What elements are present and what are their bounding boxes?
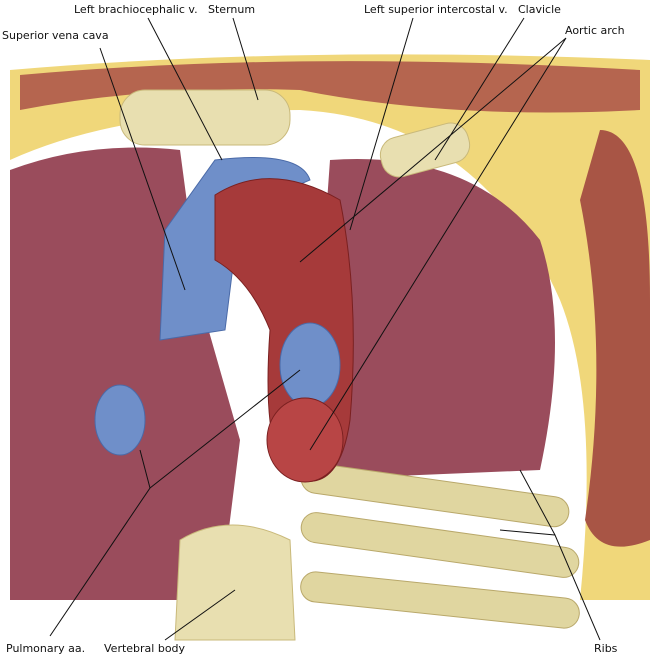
ribs-bones [300, 462, 580, 629]
label-superior-vena-cava: Superior vena cava [2, 29, 109, 42]
chest-muscle [20, 61, 640, 113]
label-left-superior-intercostal-v: Left superior intercostal v. [364, 3, 508, 16]
pulmonary-artery-right [94, 384, 146, 456]
label-left-brachiocephalic-v: Left brachiocephalic v. [74, 3, 198, 16]
label-ribs: Ribs [594, 642, 618, 655]
label-pulmonary-aa: Pulmonary aa. [6, 642, 86, 655]
sternum-bone [119, 89, 291, 146]
pulmonary-artery [279, 322, 341, 408]
chest-wall-fat [10, 54, 650, 600]
label-sternum: Sternum [208, 3, 256, 16]
label-vertebral-body: Vertebral body [104, 642, 186, 655]
label-aortic-arch: Aortic arch [565, 24, 625, 37]
clavicle-bone [379, 122, 471, 178]
descending-aorta [266, 397, 344, 483]
lateral-muscle [580, 130, 650, 547]
vertebral-body-bone [174, 524, 296, 641]
lung-left [300, 159, 555, 480]
leader-lines [49, 17, 601, 641]
label-clavicle: Clavicle [518, 3, 561, 16]
